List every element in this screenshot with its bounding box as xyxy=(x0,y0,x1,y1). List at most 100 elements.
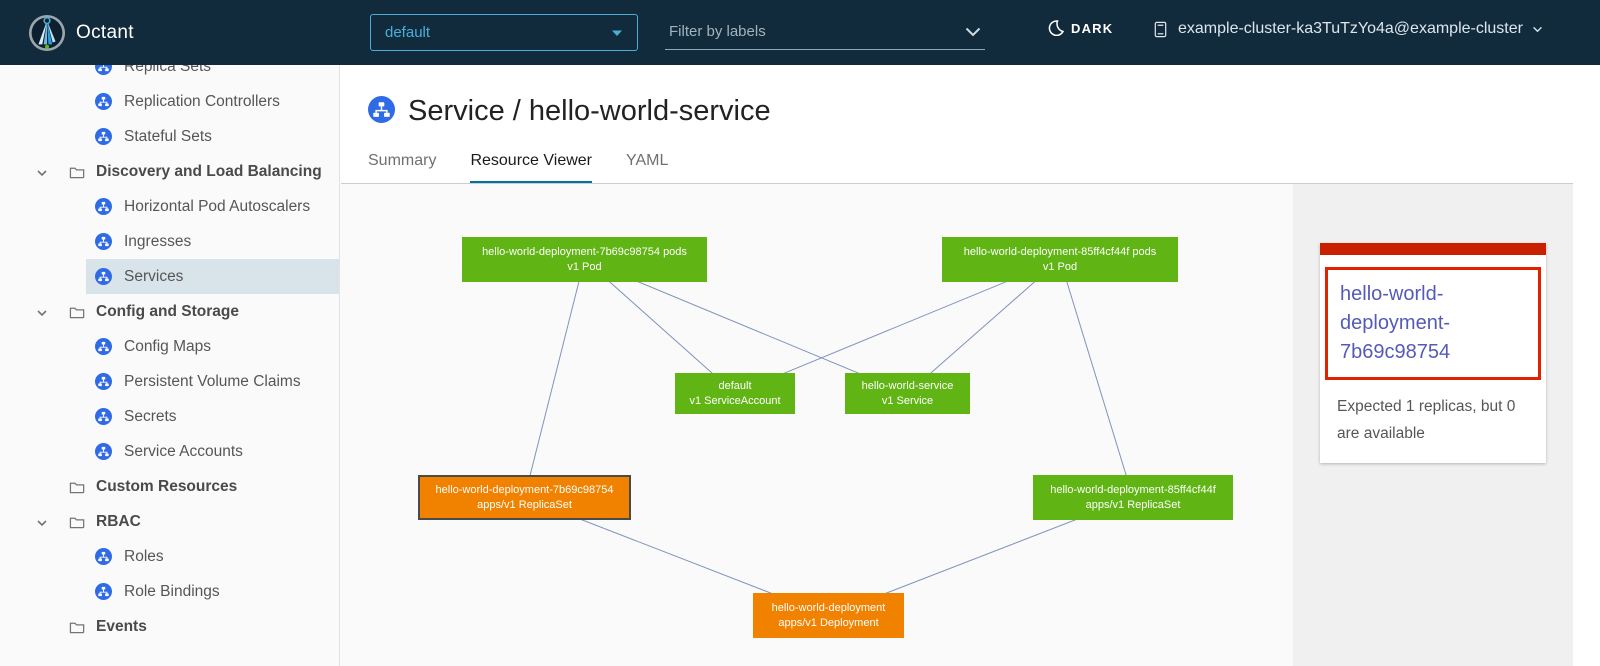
app-header: Octant default Filter by labels DARK exa… xyxy=(0,0,1600,65)
graph-node-service-account[interactable]: default v1 ServiceAccount xyxy=(675,373,795,414)
node-kind: v1 ServiceAccount xyxy=(689,394,781,407)
node-kind: v1 Pod xyxy=(567,260,602,273)
sidebar-item-label: Horizontal Pod Autoscalers xyxy=(124,197,311,215)
sidebar-item-label: Persistent Volume Claims xyxy=(124,372,301,390)
graph-node-pod-right[interactable]: hello-world-deployment-85ff4cf44f pods v… xyxy=(942,237,1178,282)
node-name: hello-world-deployment-85ff4cf44f pods xyxy=(963,246,1157,259)
filter-chevron-down-icon[interactable] xyxy=(965,27,981,37)
node-kind: apps/v1 ReplicaSet xyxy=(477,498,572,511)
sidebar-item-rbac[interactable]: RBAC xyxy=(0,504,339,539)
sidebar-item-config-maps[interactable]: Config Maps xyxy=(0,329,339,364)
moon-icon xyxy=(1048,20,1064,36)
sidebar-item-config-and-storage[interactable]: Config and Storage xyxy=(0,294,339,329)
status-card: hello-world-deployment-7b69c98754 Expect… xyxy=(1320,243,1546,464)
label-filter-placeholder: Filter by labels xyxy=(669,23,766,40)
chevron-down-icon[interactable] xyxy=(36,516,48,528)
tab-divider xyxy=(341,183,1573,184)
sidebar-item-label: Discovery and Load Balancing xyxy=(96,162,322,180)
node-name: hello-world-deployment-7b69c98754 pods xyxy=(482,246,687,259)
cluster-icon xyxy=(1154,21,1167,37)
sidebar-item-persistent-volume-claims[interactable]: Persistent Volume Claims xyxy=(0,364,339,399)
cluster-chevron-down-icon xyxy=(1533,26,1542,32)
sidebar-item-discovery-and-load-balancing[interactable]: Discovery and Load Balancing xyxy=(0,154,339,189)
node-kind: v1 Service xyxy=(881,394,934,407)
secrets-icon xyxy=(95,408,112,425)
status-message: Expected 1 replicas, but 0 are available xyxy=(1337,398,1516,443)
sidebar-item-label: Events xyxy=(96,617,147,635)
stateful-sets-icon xyxy=(95,128,112,145)
graph-node-replicaset-right[interactable]: hello-world-deployment-85ff4cf44f apps/v… xyxy=(1033,475,1233,520)
graph-node-pod-left[interactable]: hello-world-deployment-7b69c98754 pods v… xyxy=(462,237,707,282)
roles-icon xyxy=(95,548,112,565)
chevron-down-icon[interactable] xyxy=(36,306,48,318)
resource-graph[interactable]: hello-world-deployment-7b69c98754 pods v… xyxy=(340,184,1293,666)
sidebar-item-stateful-sets[interactable]: Stateful Sets xyxy=(0,119,339,154)
sidebar-item-roles[interactable]: Roles xyxy=(0,539,339,574)
service-icon xyxy=(368,95,395,128)
sidebar-item-custom-resources[interactable]: Custom Resources xyxy=(0,469,339,504)
label-filter-input[interactable]: Filter by labels xyxy=(665,14,985,50)
folder-icon xyxy=(68,618,86,636)
node-kind: v1 Pod xyxy=(1042,260,1078,273)
sidebar-item-label: Replica Sets xyxy=(124,65,212,75)
error-status-bar xyxy=(1320,243,1546,255)
page-title: Service / hello-world-service xyxy=(340,65,1600,128)
selected-resource-link[interactable]: hello-world-deployment-7b69c98754 xyxy=(1340,283,1451,363)
tab-yaml[interactable]: YAML xyxy=(626,152,669,169)
octant-logo-icon xyxy=(28,14,66,52)
sidebar-item-services[interactable]: Services xyxy=(0,259,339,294)
sidebar-item-label: Services xyxy=(124,267,184,285)
chevron-down-icon[interactable] xyxy=(36,166,48,178)
sidebar-item-replica-sets[interactable]: Replica Sets xyxy=(0,65,339,84)
replica-sets-icon xyxy=(95,65,112,75)
sidebar-item-label: Ingresses xyxy=(124,232,192,250)
sidebar-item-events[interactable]: Events xyxy=(0,609,339,644)
replication-controllers-icon xyxy=(95,93,112,110)
ingresses-icon xyxy=(95,233,112,250)
node-name: hello-world-deployment xyxy=(771,602,886,615)
horizontal-pod-autoscalers-icon xyxy=(95,198,112,215)
graph-node-replicaset-left[interactable]: hello-world-deployment-7b69c98754 apps/v… xyxy=(418,475,631,520)
config-maps-icon xyxy=(95,338,112,355)
cluster-name: example-cluster-ka3TuTzYo4a@example-clus… xyxy=(1178,20,1523,37)
sidebar-item-label: RBAC xyxy=(96,512,141,530)
folder-icon xyxy=(68,478,86,496)
graph-node-service[interactable]: hello-world-service v1 Service xyxy=(845,373,970,414)
sidebar-item-secrets[interactable]: Secrets xyxy=(0,399,339,434)
sidebar-item-label: Roles xyxy=(124,547,164,565)
namespace-dropdown[interactable]: default xyxy=(370,14,638,51)
graph-node-deployment[interactable]: hello-world-deployment apps/v1 Deploymen… xyxy=(753,593,904,638)
sidebar-item-label: Secrets xyxy=(124,407,177,425)
sidebar-item-label: Role Bindings xyxy=(124,582,220,600)
node-name: hello-world-deployment-7b69c98754 xyxy=(435,484,614,497)
folder-icon xyxy=(68,303,86,321)
page-title-text: Service / hello-world-service xyxy=(408,95,771,127)
sidebar-navigation: Replica Sets Replication Controllers Sta… xyxy=(0,65,340,666)
tab-resource-viewer[interactable]: Resource Viewer xyxy=(470,152,592,184)
node-kind: apps/v1 ReplicaSet xyxy=(1085,498,1181,511)
sidebar-item-label: Config and Storage xyxy=(96,302,239,320)
persistent-volume-claims-icon xyxy=(95,373,112,390)
folder-icon xyxy=(68,513,86,531)
dark-theme-label: DARK xyxy=(1071,20,1114,36)
sidebar-item-label: Stateful Sets xyxy=(124,127,212,145)
node-name: hello-world-deployment-85ff4cf44f xyxy=(1050,484,1216,497)
app-title: Octant xyxy=(76,21,134,43)
tab-summary[interactable]: Summary xyxy=(368,152,437,169)
service-accounts-icon xyxy=(95,443,112,460)
role-bindings-icon xyxy=(95,583,112,600)
services-icon xyxy=(95,268,112,285)
sidebar-item-label: Service Accounts xyxy=(124,442,243,460)
sidebar-item-replication-controllers[interactable]: Replication Controllers xyxy=(0,84,339,119)
sidebar-item-horizontal-pod-autoscalers[interactable]: Horizontal Pod Autoscalers xyxy=(0,189,339,224)
sidebar-item-service-accounts[interactable]: Service Accounts xyxy=(0,434,339,469)
cluster-selector[interactable]: example-cluster-ka3TuTzYo4a@example-clus… xyxy=(1152,20,1543,38)
sidebar-item-ingresses[interactable]: Ingresses xyxy=(0,224,339,259)
sidebar-item-role-bindings[interactable]: Role Bindings xyxy=(0,574,339,609)
folder-icon xyxy=(68,163,86,181)
content-header: Service / hello-world-service Summary Res… xyxy=(340,65,1600,184)
dark-theme-toggle[interactable]: DARK xyxy=(1048,20,1113,36)
node-name: hello-world-service xyxy=(861,380,954,393)
namespace-selected-value: default xyxy=(385,24,431,41)
node-name: default xyxy=(718,380,752,393)
